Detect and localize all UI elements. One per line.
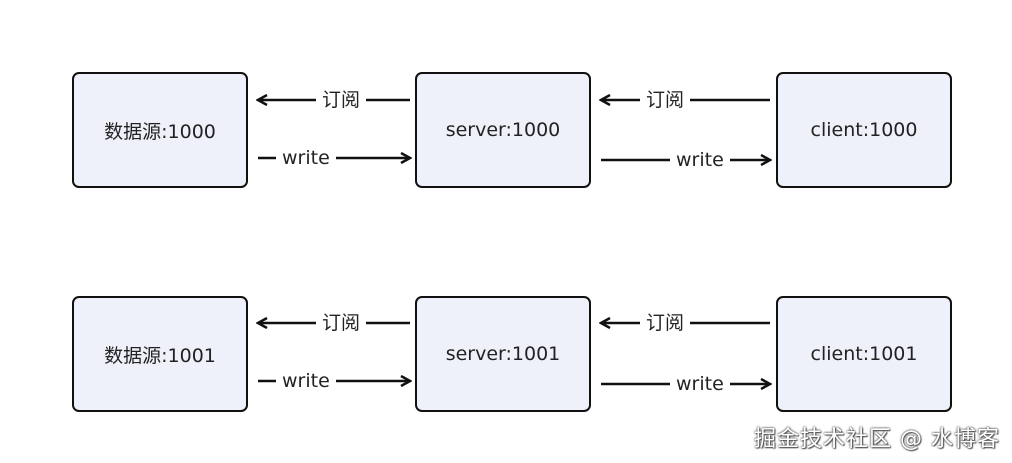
watermark: 掘金技术社区 @ 水博客 (754, 427, 1000, 452)
server-node-2: server:1001 (415, 296, 591, 412)
edge-label-subscribe: 订阅 (640, 312, 691, 334)
client-node-2: client:1001 (776, 296, 952, 412)
edge-label-write: write (276, 147, 336, 169)
edge-label-write: write (276, 370, 336, 392)
edge-label-write: write (670, 373, 730, 395)
source-node-2: 数据源:1001 (72, 296, 248, 412)
edge-label-write: write (670, 149, 730, 171)
server-node-1: server:1000 (415, 72, 591, 188)
edge-label-subscribe: 订阅 (316, 89, 367, 111)
source-node-1: 数据源:1000 (72, 72, 248, 188)
edge-label-subscribe: 订阅 (316, 312, 367, 334)
edge-label-subscribe: 订阅 (640, 89, 691, 111)
client-node-1: client:1000 (776, 72, 952, 188)
